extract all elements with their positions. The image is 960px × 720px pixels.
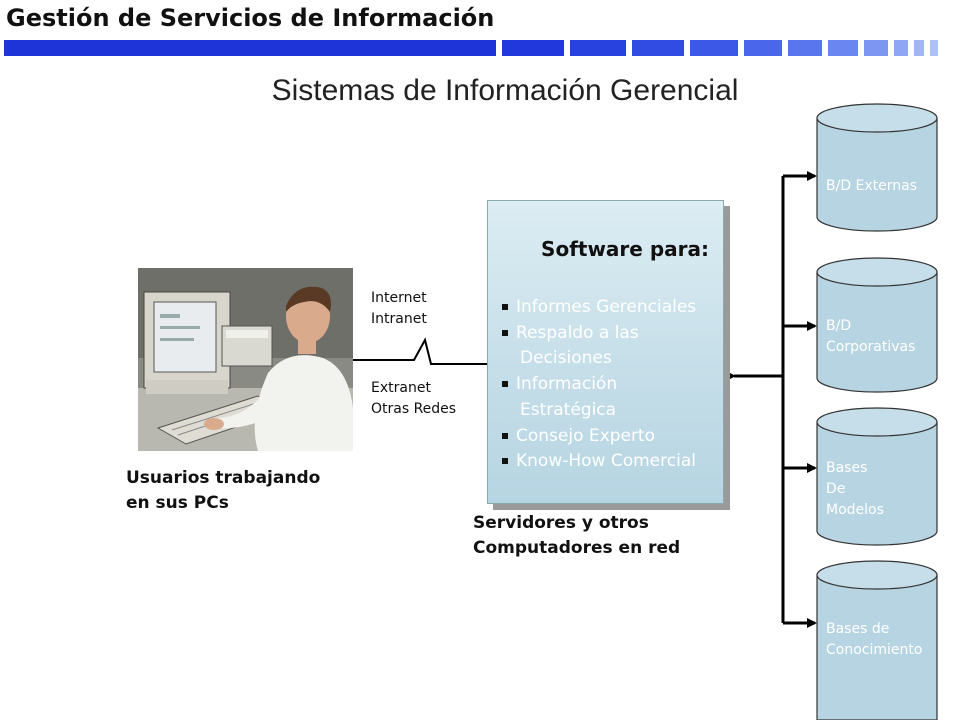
header-bar-segment: [864, 40, 888, 56]
network-labels-top: Internet Intranet: [371, 288, 427, 330]
software-item-text: Know-How Comercial: [516, 451, 696, 472]
database-label-line: Corporativas: [826, 339, 916, 355]
software-list-item: Know-How Comercial: [502, 449, 696, 475]
database-label-corporativas: B/D Corporativas: [826, 316, 915, 358]
header-bar-segment: [744, 40, 782, 56]
network-label-other: Otras Redes: [371, 401, 457, 417]
network-link: [353, 337, 487, 365]
header-title: Gestión de Servicios de Información: [6, 4, 495, 32]
software-item-text: Informes Gerenciales: [516, 297, 697, 317]
database-label-line: Bases de: [826, 621, 890, 637]
database-label-line: B/D Externas: [826, 178, 918, 194]
software-list-item: Informes Gerenciales: [502, 295, 696, 321]
network-labels-bottom: Extranet Otras Redes: [371, 378, 456, 420]
users-caption-line2: en sus PCs: [126, 493, 229, 513]
slide-title: Sistemas de Información Gerencial: [271, 74, 739, 107]
servers-caption-line1: Servidores y otros: [473, 513, 649, 533]
header-bar-segment: [690, 40, 738, 56]
software-heading: Software para:: [541, 237, 709, 261]
header-bar-segment: [828, 40, 858, 56]
header-bar-segment: [4, 40, 496, 56]
database-label-conocimiento: Bases de Conocimiento: [826, 619, 922, 661]
database-label-externas: B/D Externas: [826, 176, 917, 197]
database-label-line: De: [826, 481, 846, 497]
header-bar-segment: [788, 40, 822, 56]
database-label-line: B/D: [826, 318, 852, 334]
user-pc-photo: [138, 268, 353, 451]
software-list-item: Consejo Experto: [502, 424, 696, 450]
software-item-text: Consejo Experto: [516, 425, 655, 446]
database-cylinder-corporativas: [816, 257, 938, 393]
header-bar-segment: [914, 40, 924, 56]
header-bar-segment: [502, 40, 564, 56]
database-cylinder-externas: [816, 103, 938, 232]
network-label-extranet: Extranet: [371, 380, 431, 396]
software-box: Software para: Informes Gerenciales Resp…: [487, 200, 724, 504]
software-item-text: Información: [516, 374, 618, 395]
header-bar-segment: [894, 40, 908, 56]
database-cylinder-conocimiento: [816, 560, 938, 720]
network-label-intranet: Intranet: [371, 311, 427, 327]
users-caption: Usuarios trabajando en sus PCs: [126, 466, 320, 516]
header-bar-segment: [632, 40, 684, 56]
database-label-line: Conocimiento: [826, 642, 923, 658]
database-label-line: Modelos: [826, 502, 884, 518]
servers-caption-line2: Computadores en red: [473, 538, 681, 558]
network-label-internet: Internet: [371, 290, 427, 306]
database-label-line: Bases: [826, 460, 868, 476]
software-item-text-cont: Estratégica: [520, 399, 617, 420]
header-bar-segment: [570, 40, 626, 56]
software-item-text: Respaldo a las: [516, 322, 639, 343]
users-caption-line1: Usuarios trabajando: [126, 468, 321, 488]
software-item-text-cont: Decisiones: [520, 348, 612, 369]
database-cylinder-modelos: [816, 407, 938, 546]
header-bar-segment: [930, 40, 938, 56]
database-label-modelos: Bases De Modelos: [826, 458, 884, 521]
servers-caption: Servidores y otros Computadores en red: [473, 511, 680, 561]
